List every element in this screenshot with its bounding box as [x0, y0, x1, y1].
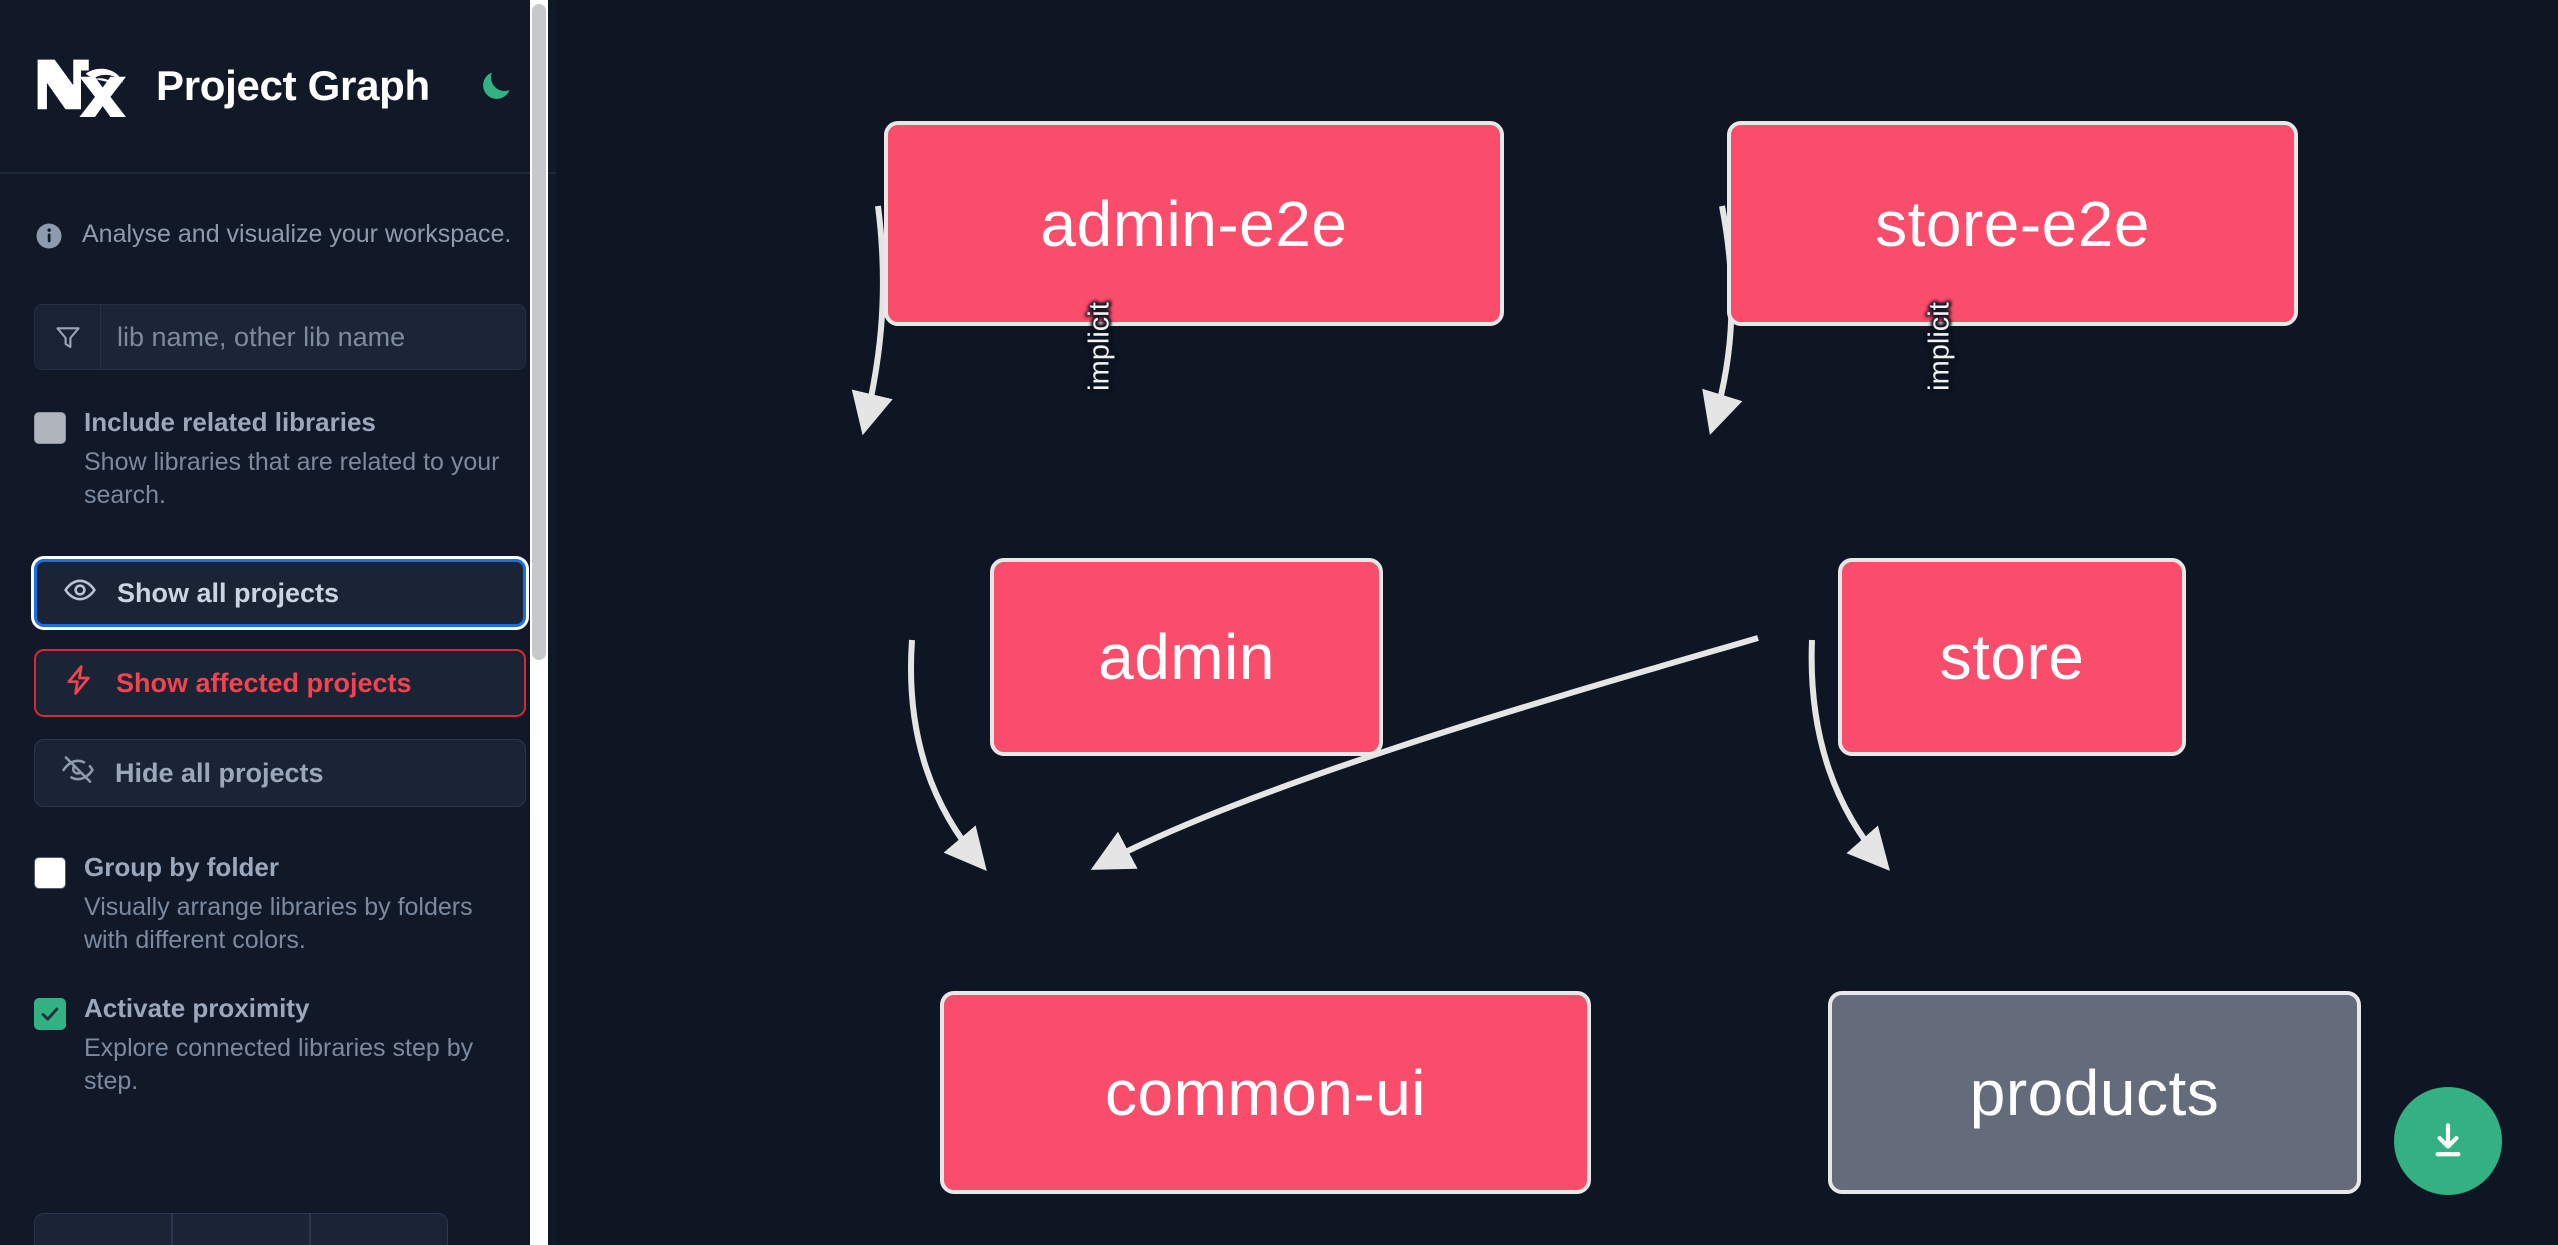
edge-admin-to-common-ui [908, 639, 987, 872]
bottom-group-segment-2[interactable] [172, 1213, 310, 1245]
graph-node-admin-e2e[interactable]: admin-e2e [884, 121, 1504, 326]
node-label: store-e2e [1875, 187, 2150, 260]
graph-node-admin[interactable]: admin [990, 558, 1383, 756]
node-label: common-ui [1104, 1056, 1427, 1129]
option-label: Include related libraries [84, 407, 376, 437]
option-label: Activate proximity [84, 993, 310, 1023]
search-input[interactable] [101, 305, 525, 369]
download-button[interactable] [2394, 1087, 2502, 1195]
filter-icon[interactable] [35, 305, 101, 369]
sidebar-scrollbar-thumb[interactable] [532, 4, 546, 660]
option-description: Visually arrange libraries by folders wi… [84, 892, 473, 955]
graph-node-store-e2e[interactable]: store-e2e [1727, 121, 2298, 326]
info-icon [34, 221, 64, 256]
show-affected-projects-button[interactable]: Show affected projects [34, 649, 526, 717]
checkbox-activate-proximity[interactable] [34, 998, 66, 1030]
node-label: admin-e2e [1040, 187, 1348, 260]
sidebar-header: Project Graph [0, 0, 560, 174]
sidebar-scrollbar[interactable] [530, 0, 548, 1245]
show-all-projects-label: Show all projects [117, 577, 340, 608]
bottom-group-segment-1[interactable] [34, 1213, 172, 1245]
nx-logo-icon [34, 55, 128, 117]
edge-store-to-products [1808, 639, 1890, 871]
node-label: admin [1098, 621, 1275, 693]
sidebar-divider [556, 0, 560, 1245]
node-label: products [1969, 1056, 2220, 1129]
option-description: Show libraries that are related to your … [84, 447, 500, 510]
checkbox-include-related-libraries[interactable] [34, 412, 66, 444]
hide-all-projects-label: Hide all projects [115, 757, 324, 788]
edge-store-to-common-ui [1090, 635, 1759, 870]
bottom-button-group[interactable] [34, 1213, 448, 1245]
graph-node-products[interactable]: products [1828, 991, 2361, 1194]
lightning-icon [62, 663, 96, 704]
option-label: Group by folder [84, 852, 279, 882]
eye-icon [63, 573, 97, 614]
option-group-by-folder[interactable]: Group by folder Visually arrange librari… [34, 851, 526, 958]
graph-canvas[interactable]: admin-e2e store-e2e admin store common-u… [560, 0, 2558, 1245]
option-include-related-libraries[interactable]: Include related libraries Show libraries… [34, 406, 526, 513]
option-description: Explore connected libraries step by step… [84, 1033, 474, 1096]
node-label: store [1939, 621, 2085, 693]
moon-icon[interactable] [472, 62, 520, 110]
bottom-group-segment-3[interactable] [310, 1213, 448, 1245]
option-activate-proximity[interactable]: Activate proximity Explore connected lib… [34, 992, 526, 1099]
edge-admin-e2e-to-admin [851, 205, 893, 436]
page-title: Project Graph [156, 62, 430, 109]
graph-action-buttons: Show all projects Show affected projects [34, 559, 526, 807]
graph-node-common-ui[interactable]: common-ui [940, 991, 1591, 1194]
hide-all-projects-button[interactable]: Hide all projects [34, 739, 526, 807]
show-affected-projects-label: Show affected projects [116, 667, 412, 698]
eye-off-icon [61, 753, 95, 794]
sidebar: Project Graph Analyse and visualize your… [0, 0, 560, 1245]
checkbox-group-by-folder[interactable] [34, 857, 66, 889]
workspace-hint: Analyse and visualize your workspace. [34, 174, 526, 256]
sidebar-body: Analyse and visualize your workspace. In… [0, 174, 560, 1099]
workspace-hint-text: Analyse and visualize your workspace. [82, 220, 512, 248]
graph-node-store[interactable]: store [1838, 558, 2186, 756]
search-bar [34, 304, 526, 370]
show-all-projects-button[interactable]: Show all projects [34, 559, 526, 627]
